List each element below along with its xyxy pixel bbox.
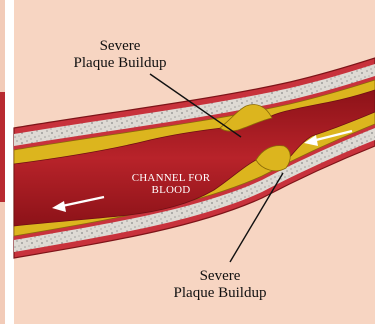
label-bottom-line2: Plaque Buildup: [140, 285, 300, 302]
label-top-line2: Plaque Buildup: [40, 55, 200, 72]
label-top: Severe Plaque Buildup: [40, 38, 200, 72]
channel-label-line2: BLOOD: [106, 184, 236, 196]
channel-label-line1: CHANNEL FOR: [106, 172, 236, 184]
label-bottom: Severe Plaque Buildup: [140, 268, 300, 302]
label-bottom-line1: Severe: [140, 268, 300, 285]
channel-label: CHANNEL FOR BLOOD: [106, 172, 236, 196]
label-top-line1: Severe: [40, 38, 200, 55]
left-strip-artery: [0, 92, 5, 202]
